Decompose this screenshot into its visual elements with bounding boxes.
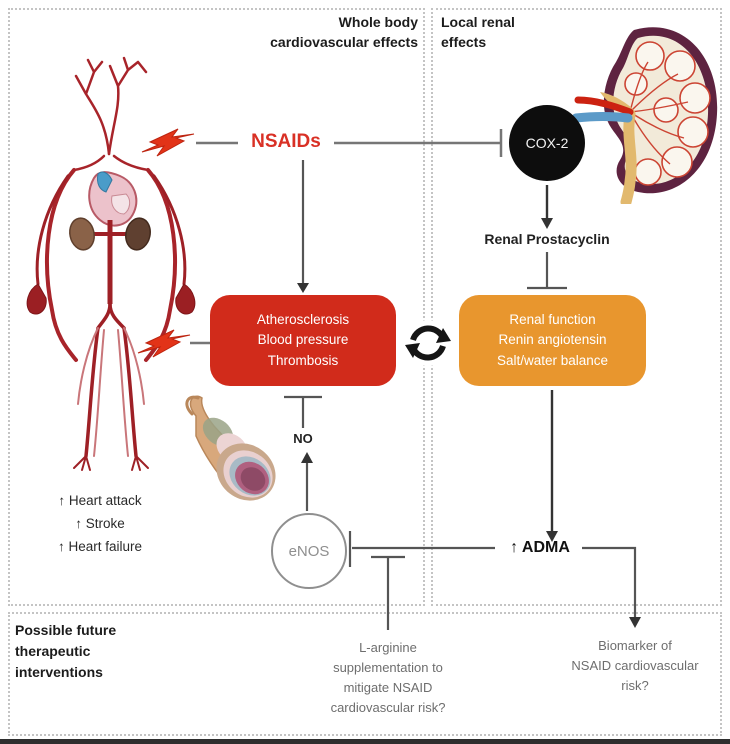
left-hand [26, 283, 47, 315]
panel-future-header: Possible future therapeutic intervention… [15, 622, 117, 680]
adma-label: ↑ ADMA [510, 539, 570, 556]
arrowhead-nsaids-down [297, 283, 309, 293]
arrowhead-enos-no [301, 452, 313, 463]
lightning-bolt-icon [140, 126, 196, 160]
no-label: NO [293, 431, 313, 446]
renal-artery [574, 96, 634, 116]
arrowhead-biomarker [629, 617, 641, 628]
kidney-lobules [624, 41, 711, 186]
renal-prostacyclin-label: Renal Prostacyclin [484, 231, 610, 247]
renal-box-line: Renal function [509, 312, 596, 328]
renal-box-line: Salt/water balance [496, 352, 609, 368]
panel-cardio-header: Whole body cardiovascular effects [270, 14, 418, 50]
arrowhead-adma [546, 531, 558, 542]
figure-bottom-edge [0, 739, 730, 744]
outcome-stroke: ↑ Stroke [75, 515, 125, 531]
cardio-outcomes: ↑ Heart attack ↑ Stroke ↑ Heart failure [22, 490, 178, 559]
cardio-box: Atherosclerosis Blood pressure Thrombosi… [210, 295, 396, 386]
right-hand [175, 283, 196, 315]
cox2-node: COX-2 [509, 105, 585, 181]
panel-cardiovascular [8, 8, 425, 606]
cox2-label: COX-2 [525, 135, 569, 151]
cycle-arrows-icon [404, 319, 452, 367]
cardio-box-line: Blood pressure [257, 332, 349, 348]
elbow-adma-to-biomarker [582, 546, 637, 617]
kidney-illustration [572, 22, 722, 204]
lightning-bolt-icon [136, 327, 192, 361]
heart-illustration [88, 171, 138, 227]
ureter [620, 108, 637, 204]
enos-label: eNOS [288, 542, 330, 560]
panel-renal [431, 8, 722, 606]
kidneys-illustration [69, 217, 151, 251]
outcome-heart-attack: ↑ Heart attack [58, 493, 142, 508]
blood-vessel-illustration [176, 392, 294, 516]
panel-future-interventions [8, 612, 722, 736]
cardio-box-line: Atherosclerosis [256, 312, 350, 328]
cardio-box-line: Thrombosis [267, 352, 339, 368]
outcome-heart-failure: ↑ Heart failure [57, 538, 143, 554]
l-arginine-note: L-arginine supplementation to mitigate N… [330, 640, 446, 716]
enos-node: eNOS [271, 513, 347, 589]
nsaids-label: NSAIDs [251, 131, 321, 152]
panel-renal-header: Local renal effects [441, 14, 515, 50]
renal-box-line: Renin angiotensin [498, 332, 607, 348]
arrowhead-cox2-down [541, 218, 553, 229]
renal-vein [572, 112, 633, 123]
biomarker-note: Biomarker of NSAID cardiovascular risk? [571, 638, 699, 694]
human-vasculature-illustration [16, 52, 204, 476]
renal-box: Renal function Renin angiotensin Salt/wa… [459, 295, 646, 386]
